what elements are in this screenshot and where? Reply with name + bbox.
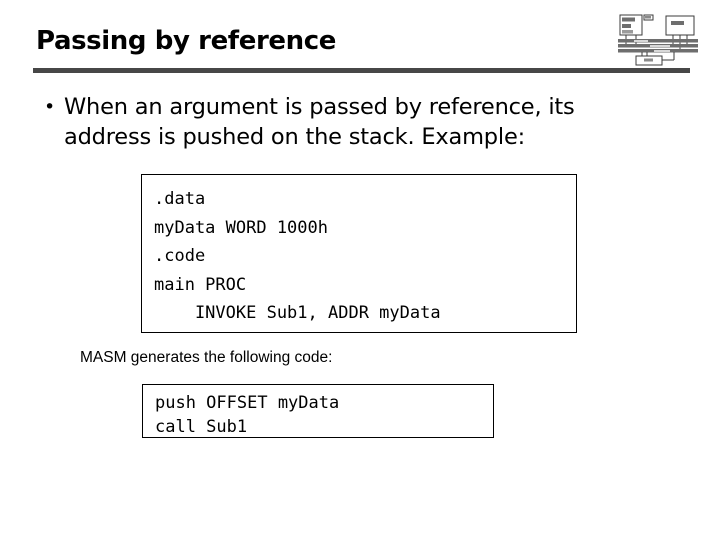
title-divider (33, 68, 690, 73)
bullet-marker-icon: • (44, 96, 56, 118)
code-block-source: .data myData WORD 1000h .code main PROC … (141, 174, 577, 333)
block-diagram-logo-icon (616, 12, 700, 66)
page-title: Passing by reference (36, 26, 336, 56)
code-caption: MASM generates the following code: (80, 349, 333, 366)
code-block-generated: push OFFSET myData call Sub1 (142, 384, 494, 438)
bullet-text: When an argument is passed by reference,… (64, 94, 575, 150)
bullet-list: • When an argument is passed by referenc… (40, 92, 660, 152)
list-item: • When an argument is passed by referenc… (40, 92, 660, 152)
